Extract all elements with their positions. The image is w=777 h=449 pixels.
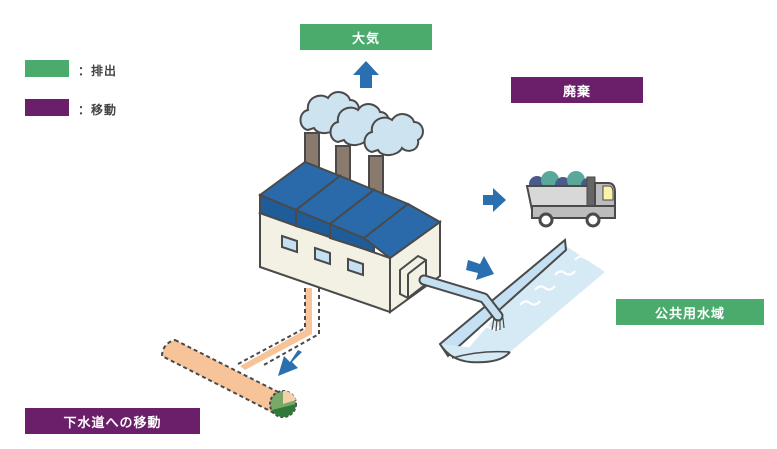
sewer-label: 下水道への移動 xyxy=(25,408,200,434)
water-channel-icon xyxy=(438,238,605,364)
arrow-to-waste-icon xyxy=(483,188,506,212)
arrow-to-water-icon xyxy=(466,256,494,280)
atmosphere-label: 大気 xyxy=(300,24,432,50)
legend-swatch-emission xyxy=(25,60,69,77)
legend-swatch-transfer xyxy=(25,99,69,116)
dump-truck-icon xyxy=(525,171,616,228)
legend-label-transfer: ：移動 xyxy=(78,103,118,117)
sewer-pipe-icon xyxy=(160,288,320,418)
waste-label: 廃棄 xyxy=(511,77,643,103)
discharge-pipe-icon xyxy=(418,274,505,332)
arrow-to-atmosphere-icon xyxy=(353,61,379,88)
factory-icon xyxy=(257,91,442,314)
legend-label-emission: ：排出 xyxy=(78,64,118,78)
arrow-to-sewer-icon xyxy=(278,350,302,376)
public-water-label: 公共用水域 xyxy=(616,299,764,325)
